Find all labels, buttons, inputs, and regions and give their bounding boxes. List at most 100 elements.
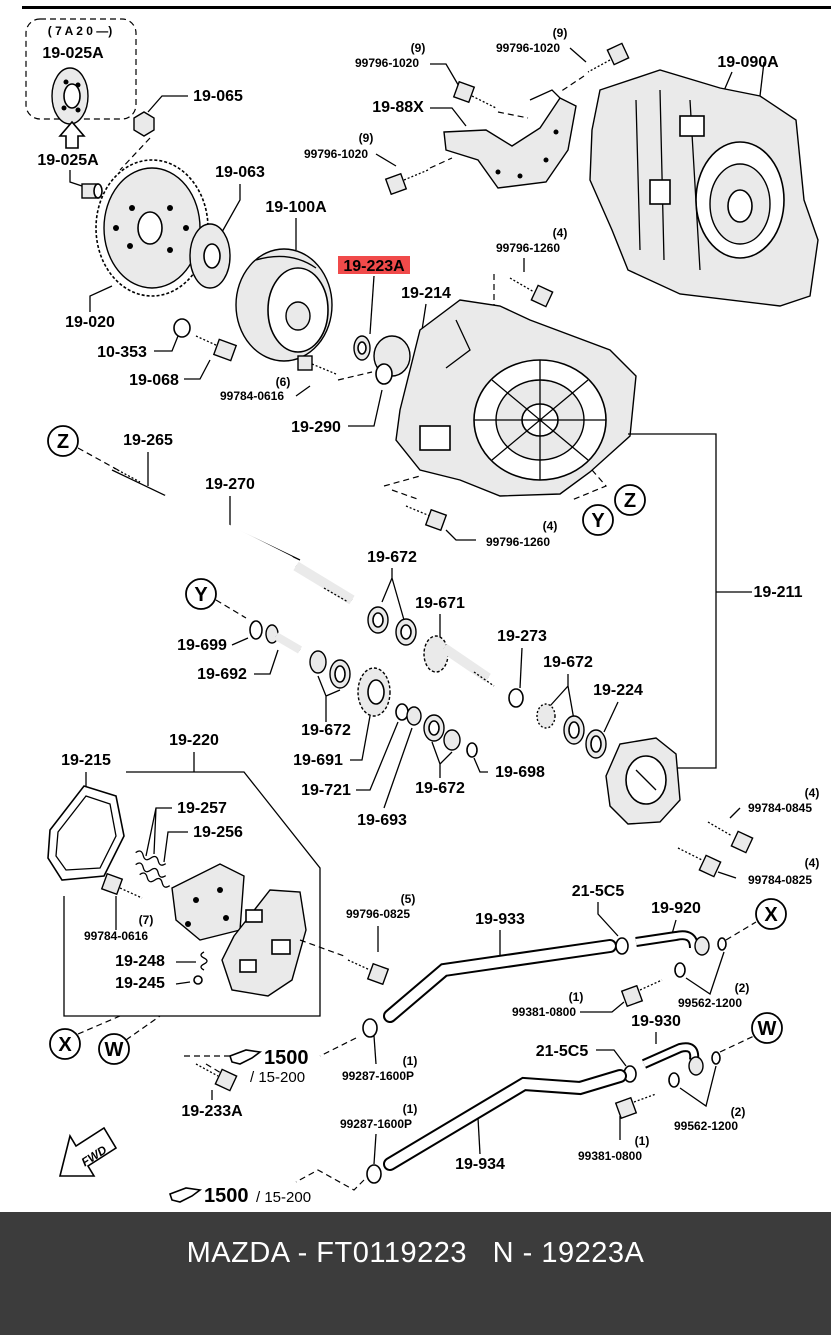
label-99381-0800-a: 99381-0800 bbox=[512, 1005, 576, 1019]
hand-pointer-icon-a bbox=[228, 1049, 263, 1065]
washer-99562-1200-b2 bbox=[668, 1072, 680, 1088]
label-19-721: 19-721 bbox=[301, 782, 351, 799]
label-q4-top: (4) bbox=[553, 226, 568, 240]
label-99784-0845: 99784-0845 bbox=[748, 801, 812, 815]
transaxle-19-090a bbox=[589, 61, 819, 307]
pipe-19-934 bbox=[383, 1069, 627, 1171]
oil-pump-shaft bbox=[373, 335, 411, 385]
seal-19-223a bbox=[353, 335, 371, 361]
torque-converter-19-100a bbox=[235, 248, 333, 362]
label-q9-b: (9) bbox=[553, 26, 568, 40]
marker-w1: W bbox=[98, 1033, 130, 1065]
label-19-930: 19-930 bbox=[631, 1013, 681, 1030]
label-19-257: 19-257 bbox=[177, 800, 227, 817]
label-q5: (5) bbox=[401, 892, 416, 906]
bearing-19-672-c bbox=[423, 714, 461, 751]
label-19-273: 19-273 bbox=[497, 628, 547, 645]
label-19-256: 19-256 bbox=[193, 824, 243, 841]
label-15-200-a: / 15-200 bbox=[250, 1069, 305, 1086]
gasket-19-215 bbox=[47, 785, 125, 881]
clip-19-699 bbox=[249, 620, 263, 640]
flywheel-19-020 bbox=[95, 159, 209, 297]
label-q2-b: (2) bbox=[731, 1105, 746, 1119]
label-q1-b: (1) bbox=[403, 1054, 418, 1068]
bolt-19-025a bbox=[81, 183, 103, 199]
label-19-100a: 19-100A bbox=[265, 199, 327, 216]
label-q1-d: (1) bbox=[635, 1134, 650, 1148]
bearing-19-672-b bbox=[309, 650, 351, 689]
label-99784-0616-b: 99784-0616 bbox=[84, 929, 148, 943]
bracket-19-88x bbox=[443, 89, 577, 189]
bolt-99381-0800-b bbox=[614, 1093, 657, 1120]
bolt-99796-1020-a bbox=[452, 80, 497, 109]
washer-99562-1200-b bbox=[711, 1051, 721, 1065]
clamp-99287-1600p-a bbox=[362, 1018, 378, 1038]
marker-z1: Z bbox=[47, 425, 79, 457]
marker-x1: X bbox=[49, 1028, 81, 1060]
label-99784-0616: 99784-0616 bbox=[220, 389, 284, 403]
label-19-290: 19-290 bbox=[291, 419, 341, 436]
label-19-025a-top: 19-025A bbox=[42, 45, 104, 62]
bolt-99796-1260-top bbox=[509, 277, 554, 308]
inset-box bbox=[25, 18, 137, 120]
svg-text:Z: Z bbox=[57, 431, 69, 453]
marker-w2: W bbox=[751, 1012, 783, 1044]
bolt-99784-0825 bbox=[677, 847, 722, 878]
label-19-692: 19-692 bbox=[197, 666, 247, 683]
label-q4-bot: (4) bbox=[543, 519, 558, 533]
label-19-88x: 19-88X bbox=[372, 99, 424, 116]
clip-19-698 bbox=[466, 742, 478, 758]
label-21-5c5-b: 21-5C5 bbox=[536, 1043, 589, 1060]
case-19-211 bbox=[395, 299, 637, 497]
bolt-19-233a bbox=[195, 1063, 238, 1092]
label-q1-a: (1) bbox=[569, 990, 584, 1004]
marker-z2: Z bbox=[614, 484, 646, 516]
label-q1-c: (1) bbox=[403, 1102, 418, 1116]
svg-text:Z: Z bbox=[624, 490, 636, 512]
label-19-215: 19-215 bbox=[61, 752, 111, 769]
spring-19-248 bbox=[200, 951, 208, 971]
footer-bar: MAZDA - FT0119223 N - 19223A bbox=[0, 1212, 831, 1335]
flex-plate-small bbox=[51, 67, 89, 125]
label-19-211: 19-211 bbox=[754, 584, 803, 601]
parts-diagram: ( 7 A 2 0 —) 19-025A 19-025A 19-065 bbox=[22, 6, 831, 1207]
fitting-19-930 bbox=[641, 1042, 704, 1076]
label-19-068: 19-068 bbox=[129, 372, 179, 389]
svg-text:W: W bbox=[105, 1039, 124, 1061]
label-99562-1200-a: 99562-1200 bbox=[678, 996, 742, 1010]
end-cover bbox=[605, 737, 681, 825]
bolt-99796-1020-b bbox=[587, 42, 630, 73]
washer-19-721 bbox=[395, 703, 409, 721]
arrow-up-icon bbox=[58, 120, 86, 149]
marker-y2: Y bbox=[582, 504, 614, 536]
label-99287-1600p-a: 99287-1600P bbox=[342, 1069, 414, 1083]
label-1500-b: 1500 bbox=[204, 1185, 249, 1207]
label-19-063: 19-063 bbox=[215, 164, 265, 181]
label-99796-1020-a: 99796-1020 bbox=[355, 56, 419, 70]
label-7a20: ( 7 A 2 0 —) bbox=[48, 24, 112, 38]
bolt-99796-1020-c bbox=[384, 169, 429, 196]
label-99796-1260-bot: 99796-1260 bbox=[486, 535, 550, 549]
bolt-99796-0825 bbox=[347, 959, 390, 986]
label-10-353: 10-353 bbox=[97, 344, 147, 361]
nut-19-065 bbox=[133, 111, 155, 137]
bearing-19-672-a bbox=[367, 606, 417, 646]
label-19-245: 19-245 bbox=[115, 975, 165, 992]
label-19-020: 19-020 bbox=[65, 314, 115, 331]
svg-text:W: W bbox=[758, 1018, 777, 1040]
label-19-224: 19-224 bbox=[593, 682, 643, 699]
label-q6: (6) bbox=[276, 375, 291, 389]
plate-valve bbox=[171, 863, 245, 941]
label-19-691: 19-691 bbox=[293, 752, 343, 769]
label-19-672-d: 19-672 bbox=[543, 654, 593, 671]
label-19-220: 19-220 bbox=[169, 732, 219, 749]
label-19-693: 19-693 bbox=[357, 812, 407, 829]
gear-19-691 bbox=[357, 667, 391, 717]
valve-body bbox=[221, 889, 307, 997]
bolt-99381-0800-a bbox=[620, 979, 663, 1008]
label-21-5c5-a: 21-5C5 bbox=[572, 883, 625, 900]
label-99796-1020-c: 99796-1020 bbox=[304, 147, 368, 161]
highlight-19-223a bbox=[338, 256, 410, 274]
svg-text:X: X bbox=[58, 1034, 72, 1056]
